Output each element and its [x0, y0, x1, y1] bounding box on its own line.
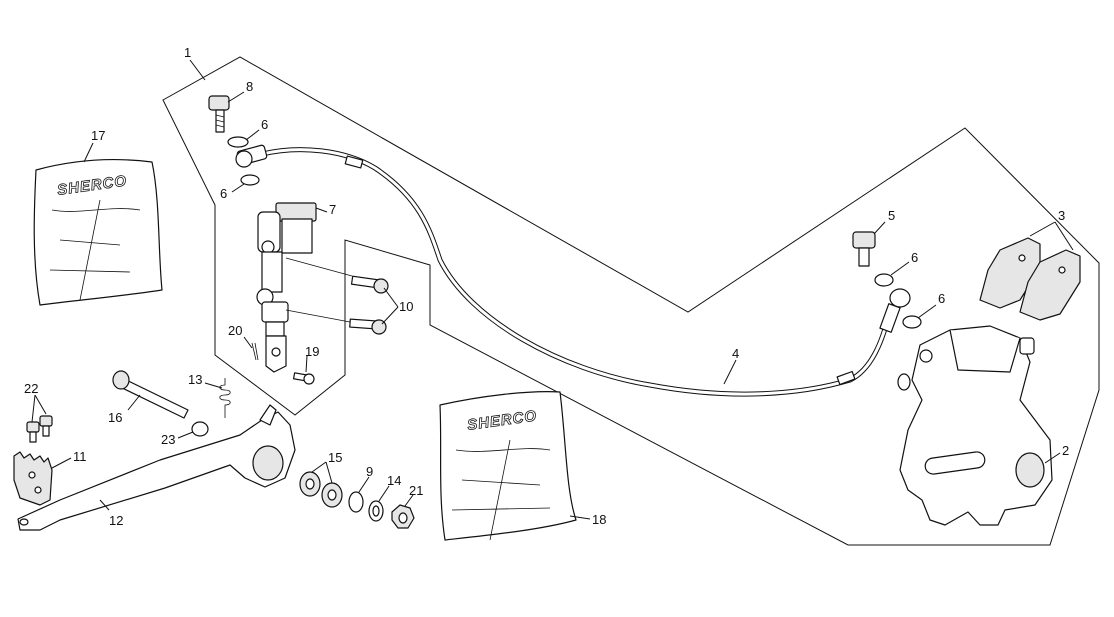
- banjo-fitting-bottom: [879, 288, 911, 333]
- callout-6-a: 6: [261, 117, 268, 132]
- callout-6-c: 6: [911, 250, 918, 265]
- callout-labels: 1 2 3 4 5 6 6 6 6 7 8 9 10 11 12 13 14 1…: [24, 45, 1069, 528]
- mounting-bolt-lower: [349, 318, 387, 335]
- brake-caliper: [897, 325, 1053, 526]
- master-cylinder: [256, 202, 317, 373]
- leader-lines: [31, 59, 1074, 520]
- caliper-banjo-bolt: [852, 231, 876, 267]
- callout-17: 17: [91, 128, 105, 143]
- dust-cover-left: SHERCO: [33, 159, 163, 306]
- sealing-washer-caliper-1: [874, 273, 894, 287]
- brake-pad-2: [1019, 249, 1081, 321]
- callout-8: 8: [246, 79, 253, 94]
- callout-3: 3: [1058, 208, 1065, 223]
- callout-21: 21: [409, 483, 423, 498]
- sealing-washer-caliper-2: [902, 315, 922, 329]
- callout-7: 7: [329, 202, 336, 217]
- callout-6-d: 6: [938, 291, 945, 306]
- callout-15: 15: [328, 450, 342, 465]
- callout-6-b: 6: [220, 186, 227, 201]
- banjo-bolt: [208, 95, 230, 133]
- bearing-2: [321, 482, 343, 508]
- return-spring: [219, 378, 231, 418]
- clevis-pin: [292, 372, 315, 385]
- callout-11: 11: [73, 449, 87, 464]
- callout-19: 19: [305, 344, 319, 359]
- callout-1: 1: [184, 45, 191, 60]
- lock-nut: [391, 504, 415, 529]
- callout-18: 18: [592, 512, 606, 527]
- tip-bolt-1: [26, 421, 40, 443]
- sealing-washer-top-2: [240, 174, 260, 186]
- callout-14: 14: [387, 473, 401, 488]
- brake-pad-1: [979, 237, 1041, 309]
- pivot-shaft: [112, 370, 189, 419]
- callout-2: 2: [1062, 443, 1069, 458]
- split-pin: [251, 342, 259, 361]
- pivot-bushing: [191, 421, 209, 437]
- pedal-tip: [13, 451, 53, 506]
- sealing-washer-top-1: [227, 136, 249, 148]
- callout-22: 22: [24, 381, 38, 396]
- callout-9: 9: [366, 464, 373, 479]
- callout-4: 4: [732, 346, 739, 361]
- circlip: [348, 491, 364, 513]
- dust-cover-right: SHERCO: [439, 391, 577, 541]
- callout-23: 23: [161, 432, 175, 447]
- callout-20: 20: [228, 323, 242, 338]
- flat-washer: [368, 500, 384, 522]
- callout-10: 10: [399, 299, 413, 314]
- tip-bolt-2: [39, 415, 53, 437]
- mounting-bolt-upper: [350, 275, 389, 294]
- bearing-1: [299, 471, 321, 497]
- callout-16: 16: [108, 410, 122, 425]
- callout-12: 12: [109, 513, 123, 528]
- callout-13: 13: [188, 372, 202, 387]
- brake-pedal: [17, 404, 296, 531]
- banjo-fitting-top: [235, 144, 268, 168]
- assembly-outline: [162, 56, 1100, 546]
- brake-hose: [259, 147, 893, 397]
- callout-5: 5: [888, 208, 895, 223]
